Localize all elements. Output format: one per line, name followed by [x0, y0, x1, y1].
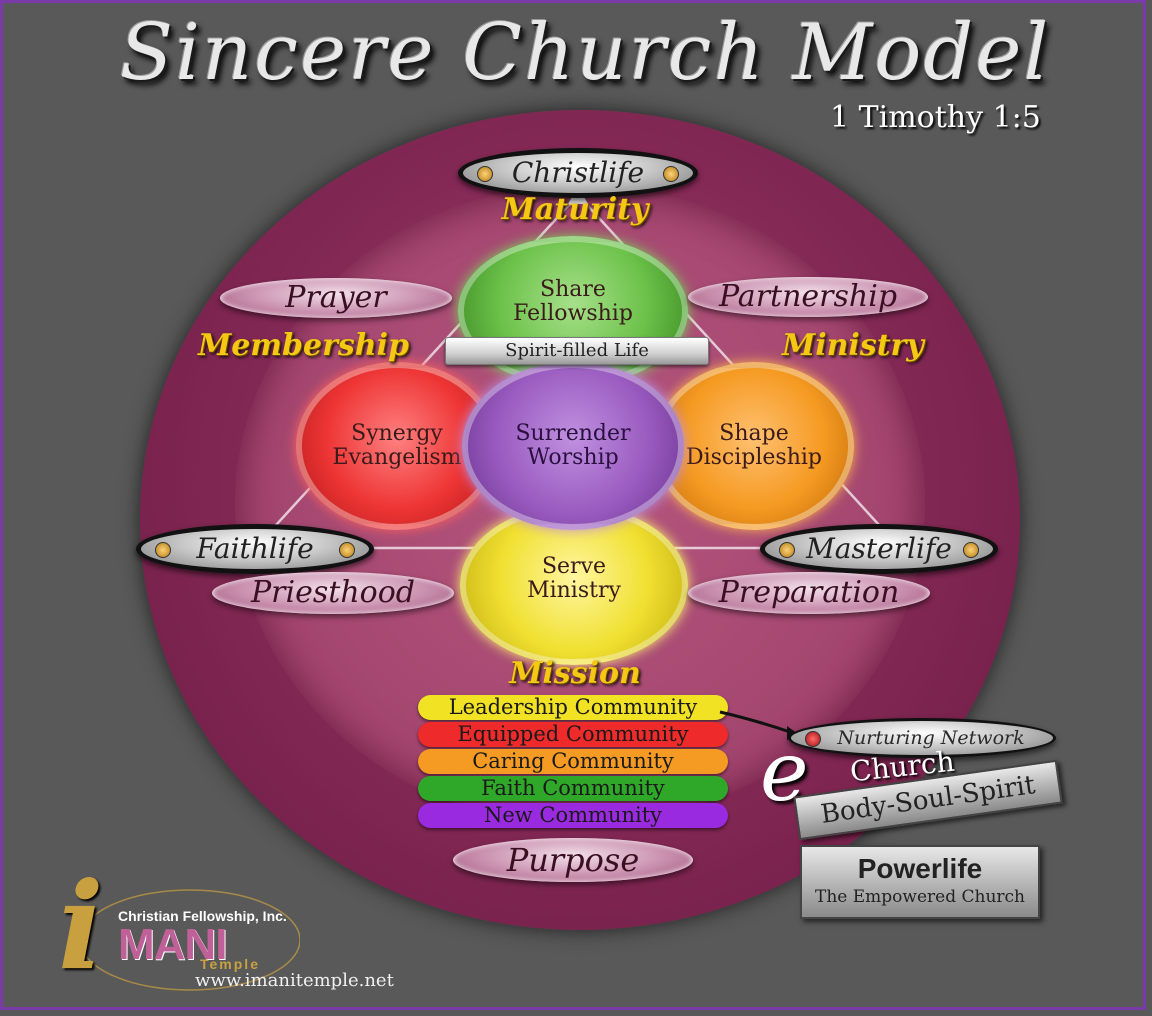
logo-i-letter: i	[58, 856, 104, 997]
page-title: Sincere Church Model	[119, 8, 1051, 98]
masterlife-label: Masterlife	[806, 532, 952, 565]
circle-serve-line2: Ministry	[527, 578, 621, 603]
ministry-label: Ministry	[782, 328, 924, 363]
powerlife-title: Powerlife	[857, 853, 983, 884]
prayer-oval: Prayer	[220, 278, 452, 318]
circle-shape-line1: Shape	[719, 421, 789, 446]
membership-label: Membership	[198, 328, 409, 363]
community-bar-caring: Caring Community	[418, 749, 728, 774]
scripture-reference: 1 Timothy 1:5	[830, 100, 1041, 135]
circle-surrender-line1: Surrender	[515, 421, 631, 446]
logo-mani-text: MANI	[118, 920, 227, 969]
circle-shape-discipleship: Shape Discipleship	[654, 362, 854, 530]
circle-synergy-line2: Evangelism	[332, 445, 462, 470]
powerlife-box: Powerlife The Empowered Church	[800, 845, 1040, 919]
circle-serve-line1: Serve	[541, 554, 607, 579]
faithlife-label: Faithlife	[196, 532, 314, 565]
circle-synergy-line1: Synergy	[351, 421, 443, 446]
spirit-filled-life-bar: Spirit-filled Life	[445, 337, 709, 365]
purpose-oval: Purpose	[453, 838, 693, 882]
oval-dot-icon	[663, 166, 679, 182]
community-bar-faith: Faith Community	[418, 776, 728, 801]
community-label: Leadership Community	[448, 695, 698, 719]
community-label: Faith Community	[481, 776, 665, 800]
circle-surrender-line2: Worship	[527, 445, 619, 470]
masterlife-oval: Masterlife	[760, 524, 998, 574]
red-dot-icon	[805, 731, 821, 747]
oval-dot-icon	[963, 542, 979, 558]
nurturing-network-label: Nurturing Network	[837, 727, 1025, 749]
logo-swoosh-icon	[79, 889, 300, 991]
website-url: www.imanitemple.net	[195, 970, 394, 991]
community-label: New Community	[483, 803, 663, 827]
community-bar-new: New Community	[418, 803, 728, 828]
circle-shape-line2: Discipleship	[685, 445, 823, 470]
oval-dot-icon	[779, 542, 795, 558]
community-label: Equipped Community	[457, 722, 689, 746]
partnership-oval: Partnership	[688, 277, 928, 317]
faithlife-oval: Faithlife	[136, 524, 374, 574]
community-label: Caring Community	[472, 749, 674, 773]
christlife-label: Christlife	[511, 156, 645, 189]
circle-share-line1: Share	[540, 277, 606, 302]
community-bar-leadership: Leadership Community	[418, 695, 728, 720]
christlife-oval: Christlife	[458, 148, 698, 198]
oval-dot-icon	[339, 542, 355, 558]
mission-label: Mission	[509, 656, 641, 691]
logo-temple-text: Temple	[200, 956, 260, 972]
powerlife-subtitle: The Empowered Church	[815, 887, 1025, 907]
circle-surrender-worship: Surrender Worship	[462, 362, 684, 530]
maturity-label: Maturity	[501, 192, 649, 227]
oval-dot-icon	[477, 166, 493, 182]
community-bar-equipped: Equipped Community	[418, 722, 728, 747]
circle-share-line2: Fellowship	[513, 301, 633, 326]
circle-serve-ministry: Serve Ministry	[460, 505, 688, 665]
preparation-oval: Preparation	[688, 572, 930, 614]
priesthood-oval: Priesthood	[212, 572, 454, 614]
logo-org-name: Christian Fellowship, Inc.	[118, 908, 287, 924]
nurturing-network-oval: Nurturing Network	[788, 718, 1056, 758]
oval-dot-icon	[155, 542, 171, 558]
